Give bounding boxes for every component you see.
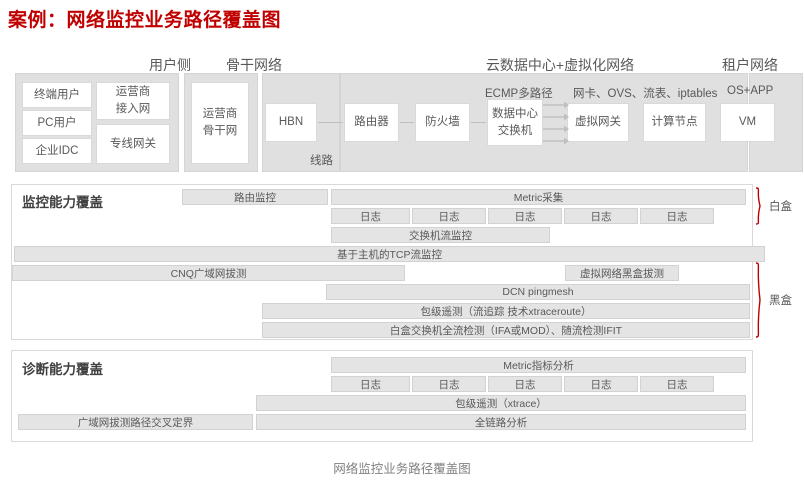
zone-label-user-side: 用户侧 xyxy=(149,57,191,73)
bar-switch-flow-monitoring[interactable]: 交换机流监控 xyxy=(331,227,550,243)
diagnostics-title: 诊断能力覆盖 xyxy=(22,362,103,377)
node-router[interactable]: 路由器 xyxy=(344,103,399,142)
connector-router-firewall xyxy=(400,122,414,123)
zone-label-cloud-dc: 云数据中心+虚拟化网络 xyxy=(485,57,635,73)
bar-log-5[interactable]: 日志 xyxy=(640,208,714,224)
bar-diag-log-4[interactable]: 日志 xyxy=(564,376,638,392)
bar-whitebox-switch-full-flow-detection[interactable]: 白盒交换机全流检测（IFA或MOD）、随流检测IFIT xyxy=(262,322,750,338)
bar-diag-log-2[interactable]: 日志 xyxy=(412,376,486,392)
bar-log-3[interactable]: 日志 xyxy=(488,208,562,224)
ecmp-multipath-arrows xyxy=(543,101,569,145)
bar-cnq-wan-probe[interactable]: CNQ广域网拔测 xyxy=(12,265,405,281)
bar-log-2[interactable]: 日志 xyxy=(412,208,486,224)
node-vm[interactable]: VM xyxy=(720,103,775,142)
node-pc-user[interactable]: PC用户 xyxy=(22,110,92,136)
bar-diag-log-3[interactable]: 日志 xyxy=(488,376,562,392)
bar-metric-index-analysis[interactable]: Metric指标分析 xyxy=(331,357,746,373)
node-terminal-user[interactable]: 终端用户 xyxy=(22,82,92,108)
node-firewall[interactable]: 防火墙 xyxy=(415,103,470,142)
bar-dcn-pingmesh[interactable]: DCN pingmesh xyxy=(326,284,750,300)
brace-label-blackbox: 黑盒 xyxy=(769,295,792,307)
label-line: 线路 xyxy=(310,155,333,167)
bar-log-4[interactable]: 日志 xyxy=(564,208,638,224)
node-dc-switch[interactable]: 数据中心 交换机 xyxy=(487,99,543,146)
annotation-os-app: OS+APP xyxy=(727,85,774,97)
brace-blackbox xyxy=(755,262,761,338)
zone-label-tenant: 租户网络 xyxy=(722,57,778,73)
bar-diag-log-5[interactable]: 日志 xyxy=(640,376,714,392)
node-enterprise-idc[interactable]: 企业IDC xyxy=(22,138,92,164)
zone-label-backbone: 骨干网络 xyxy=(226,57,282,73)
node-virtual-gateway[interactable]: 虚拟网关 xyxy=(567,103,629,142)
bar-metric-collection[interactable]: Metric采集 xyxy=(331,189,746,205)
node-hbn[interactable]: HBN xyxy=(265,103,317,142)
brace-label-whitebox: 白盒 xyxy=(769,201,792,213)
bar-full-link-analysis[interactable]: 全链路分析 xyxy=(256,414,746,430)
bar-packet-telemetry-xtraceroute[interactable]: 包级遥测（流追踪 技术xtraceroute） xyxy=(262,303,750,319)
bar-wan-probe-path-cross-demarcation[interactable]: 广域网拔测路径交叉定界 xyxy=(18,414,253,430)
figure-caption: 网络监控业务路径覆盖图 xyxy=(333,462,471,476)
bar-route-monitoring[interactable]: 路由监控 xyxy=(182,189,328,205)
node-compute-node[interactable]: 计算节点 xyxy=(643,103,706,142)
node-dedicated-line-gateway[interactable]: 专线网关 xyxy=(96,124,170,164)
connector-hbn-router xyxy=(318,122,343,123)
bar-virtual-network-blackbox-probe[interactable]: 虚拟网络黑盒拔测 xyxy=(565,265,679,281)
bar-log-1[interactable]: 日志 xyxy=(331,208,410,224)
bar-packet-telemetry-xtrace[interactable]: 包级遥测（xtrace） xyxy=(256,395,746,411)
connector-firewall-switch xyxy=(471,122,486,123)
node-carrier-access-network[interactable]: 运营商 接入网 xyxy=(96,82,170,120)
bar-diag-log-1[interactable]: 日志 xyxy=(331,376,410,392)
annotation-ecmp-multipath: ECMP多路径 xyxy=(485,88,553,100)
page-title: 案例：网络监控业务路径覆盖图 xyxy=(8,10,282,31)
bar-host-tcp-flow-monitoring[interactable]: 基于主机的TCP流监控 xyxy=(14,246,765,262)
annotation-nic-ovs-flowtable-iptables: 网卡、OVS、流表、iptables xyxy=(573,88,718,100)
monitoring-title: 监控能力覆盖 xyxy=(22,195,103,210)
brace-whitebox xyxy=(755,187,761,225)
node-carrier-backbone[interactable]: 运营商 骨干网 xyxy=(191,82,249,164)
